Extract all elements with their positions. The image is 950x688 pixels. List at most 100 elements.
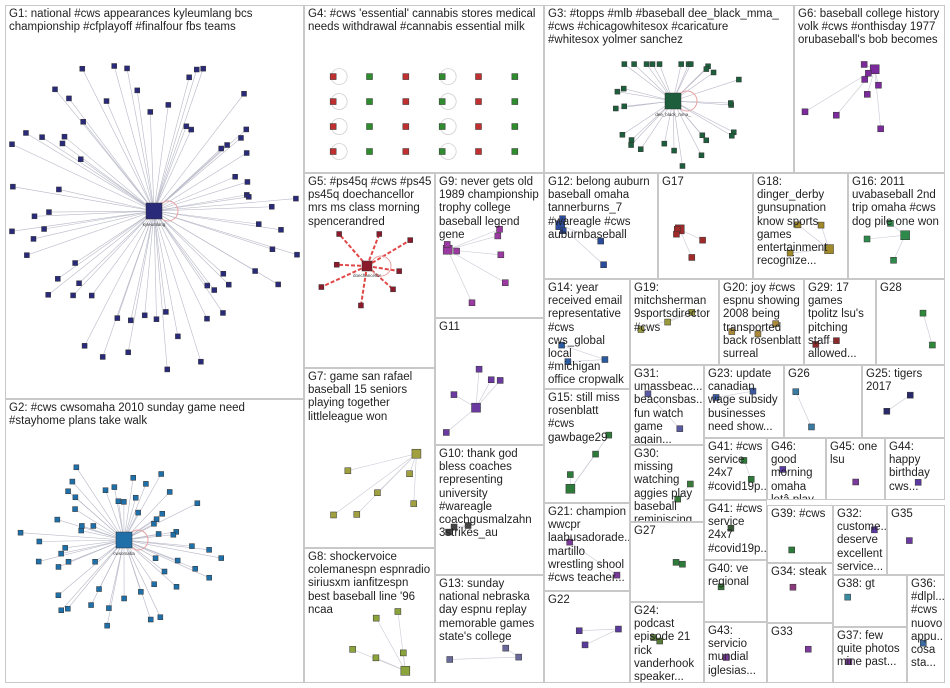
group-g30: G30: missing watching aggies play baseba… bbox=[630, 445, 704, 522]
node bbox=[661, 140, 668, 147]
group-g43: G43: servicio mundial iglesias... bbox=[704, 622, 767, 683]
network-g15 bbox=[565, 431, 613, 494]
node bbox=[487, 376, 495, 384]
edge bbox=[153, 104, 169, 212]
node bbox=[170, 531, 177, 538]
edge bbox=[795, 391, 812, 428]
network-g25 bbox=[883, 391, 914, 415]
node bbox=[166, 489, 173, 495]
group-g40: G40: ve regional bbox=[704, 560, 767, 622]
group-g5: doechancellor G5: #ps45q #cws #ps45 ps45… bbox=[304, 173, 435, 368]
node bbox=[376, 231, 383, 237]
edge bbox=[11, 143, 155, 212]
edge bbox=[136, 90, 155, 212]
edge bbox=[790, 248, 830, 254]
edge bbox=[80, 158, 155, 212]
node bbox=[860, 61, 868, 68]
network-g9 bbox=[442, 226, 509, 307]
group-g24: G24: podcast episode 21 rick vanderhook … bbox=[630, 602, 704, 683]
node bbox=[475, 123, 482, 130]
node bbox=[23, 130, 29, 136]
edge bbox=[106, 100, 155, 212]
node bbox=[128, 317, 134, 324]
network-g20 bbox=[728, 320, 779, 338]
hub-node bbox=[688, 309, 695, 316]
edge bbox=[886, 394, 911, 412]
node bbox=[252, 268, 258, 274]
node bbox=[496, 226, 503, 233]
edge bbox=[12, 186, 155, 212]
node bbox=[79, 523, 85, 529]
group-label: G3: #topps #mlb #baseball dee_black_mma_… bbox=[548, 8, 779, 47]
node bbox=[52, 86, 58, 93]
node bbox=[801, 108, 809, 116]
node bbox=[494, 232, 502, 240]
edge bbox=[647, 393, 681, 429]
edge bbox=[359, 265, 368, 306]
hub-node bbox=[869, 64, 880, 74]
edge bbox=[72, 481, 125, 541]
hub-node bbox=[779, 466, 787, 473]
node bbox=[861, 76, 868, 83]
node bbox=[58, 550, 64, 557]
node bbox=[155, 531, 162, 537]
node bbox=[400, 649, 407, 657]
node bbox=[631, 61, 637, 67]
node bbox=[141, 312, 148, 319]
node bbox=[592, 450, 599, 458]
group-label: G22 bbox=[548, 594, 570, 606]
hub-node bbox=[411, 448, 422, 459]
node bbox=[81, 343, 88, 349]
network-g34 bbox=[789, 583, 797, 591]
group-g18: G18: dinger_derby gunsupnation know spor… bbox=[753, 173, 848, 279]
node bbox=[65, 605, 71, 612]
node bbox=[96, 586, 102, 592]
node bbox=[566, 538, 573, 546]
edge bbox=[123, 477, 134, 541]
node bbox=[220, 271, 227, 277]
group-label: G43: servicio mundial iglesias... bbox=[708, 625, 756, 677]
edge bbox=[797, 224, 830, 250]
edge bbox=[153, 210, 282, 231]
edge bbox=[804, 68, 875, 113]
hub-node bbox=[919, 639, 927, 647]
edge bbox=[336, 263, 368, 267]
edge bbox=[123, 539, 222, 559]
node bbox=[619, 132, 626, 138]
group-label: G32: custome... deserve excellent servic… bbox=[837, 508, 887, 573]
node bbox=[558, 341, 565, 349]
group-label: G34: steak bbox=[771, 566, 827, 578]
edge bbox=[65, 539, 125, 549]
node bbox=[161, 568, 168, 575]
node bbox=[73, 464, 80, 471]
group-label: G21: champion wwcpr laabusadorade... mar… bbox=[548, 506, 630, 585]
edge bbox=[38, 539, 125, 562]
network-g4 bbox=[329, 68, 519, 160]
node bbox=[165, 102, 172, 108]
node bbox=[410, 500, 418, 507]
group-label: G7: game san rafael baseball 15 seniors … bbox=[308, 371, 413, 423]
edge bbox=[153, 210, 157, 320]
edge bbox=[61, 539, 125, 554]
edge bbox=[153, 181, 248, 212]
group-g16: G16: 2011 uvabaseball 2nd trip omaha #cw… bbox=[848, 173, 945, 279]
edge bbox=[366, 239, 411, 267]
node bbox=[278, 227, 284, 233]
node bbox=[366, 123, 373, 130]
node bbox=[35, 558, 42, 565]
node bbox=[575, 627, 583, 634]
node bbox=[30, 236, 37, 242]
group-g15: G15: still miss rosenblatt #cws gawbage2… bbox=[544, 389, 630, 503]
network-g28 bbox=[919, 309, 936, 349]
edge bbox=[123, 473, 162, 541]
hub-node bbox=[808, 423, 815, 431]
group-label: G26 bbox=[788, 368, 810, 380]
node bbox=[453, 247, 460, 255]
hub-node bbox=[788, 546, 795, 554]
node bbox=[163, 309, 169, 315]
hub-node bbox=[914, 479, 922, 486]
edge bbox=[153, 210, 224, 274]
node bbox=[637, 326, 645, 333]
edge bbox=[153, 210, 259, 225]
node bbox=[597, 237, 604, 245]
